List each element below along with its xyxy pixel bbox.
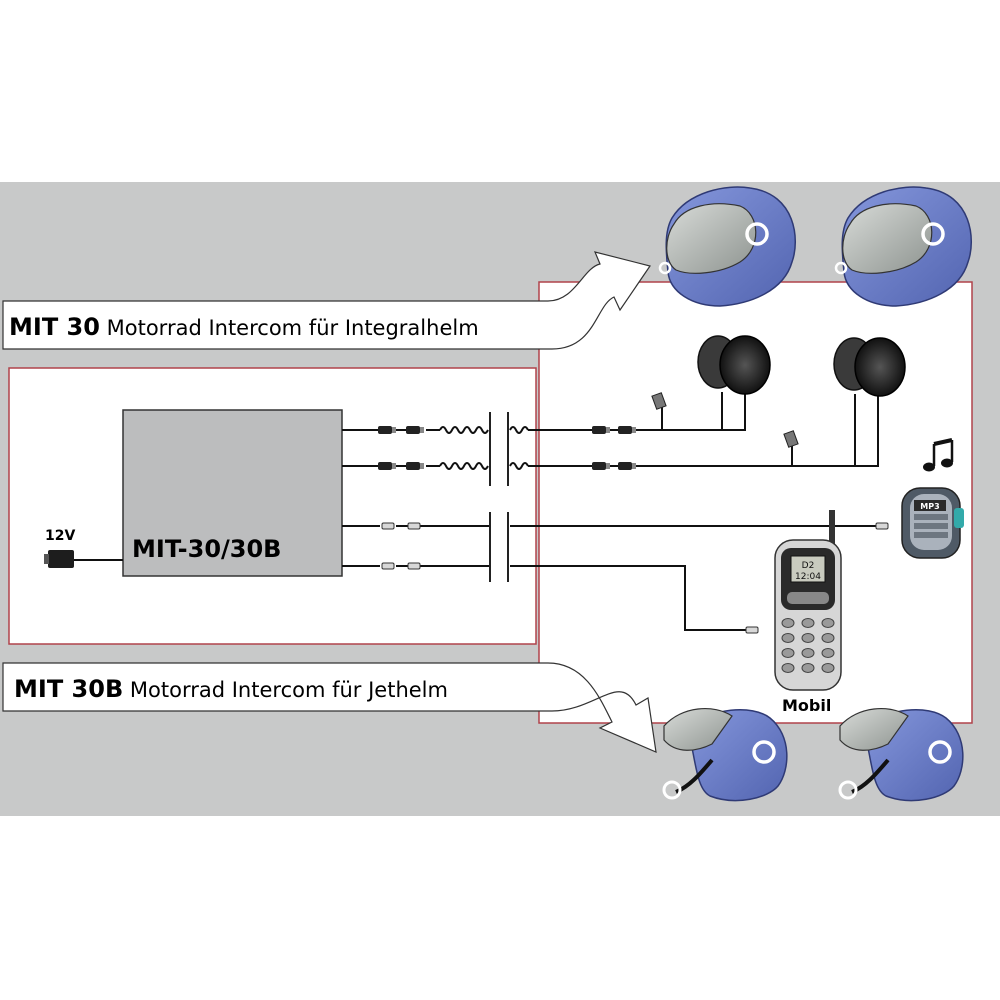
unit-label: MIT-30/30B <box>132 535 282 563</box>
mobile-phone-icon <box>774 510 842 691</box>
banner-bottom-text: Motorrad Intercom für Jethelm <box>129 678 448 702</box>
banner-arrow-bottom <box>2 662 657 753</box>
helmet-full-face-icon <box>658 186 797 307</box>
phone-screen-line2: 12:04 <box>795 572 821 582</box>
phone-screen-line1: D2 <box>802 561 815 571</box>
helmet-open-face-icon <box>662 708 788 802</box>
microphone-icon <box>651 392 799 448</box>
banner-top-caption: MIT 30 Motorrad Intercom für Integralhel… <box>9 313 479 341</box>
helmet-open-face-icon <box>838 708 964 802</box>
mp3-label: MP3 <box>920 502 939 511</box>
banner-top-text: Motorrad Intercom für Integralhelm <box>106 316 479 340</box>
music-note-icon <box>923 438 954 472</box>
banner-bottom-caption: MIT 30B Motorrad Intercom für Jethelm <box>14 675 448 703</box>
mp3-player-icon <box>901 487 964 559</box>
banner-bottom-model: MIT 30B <box>14 675 124 703</box>
banner-top-model: MIT 30 <box>9 313 100 341</box>
phone-label: Mobil <box>782 696 832 715</box>
helmet-boundary <box>489 412 509 582</box>
speaker-icon <box>697 335 906 397</box>
banner-arrow-top <box>2 251 651 350</box>
intercom-unit <box>122 409 343 577</box>
helmet-full-face-icon <box>834 186 973 307</box>
power-label: 12V <box>45 528 76 544</box>
power-plug-icon <box>44 550 123 568</box>
